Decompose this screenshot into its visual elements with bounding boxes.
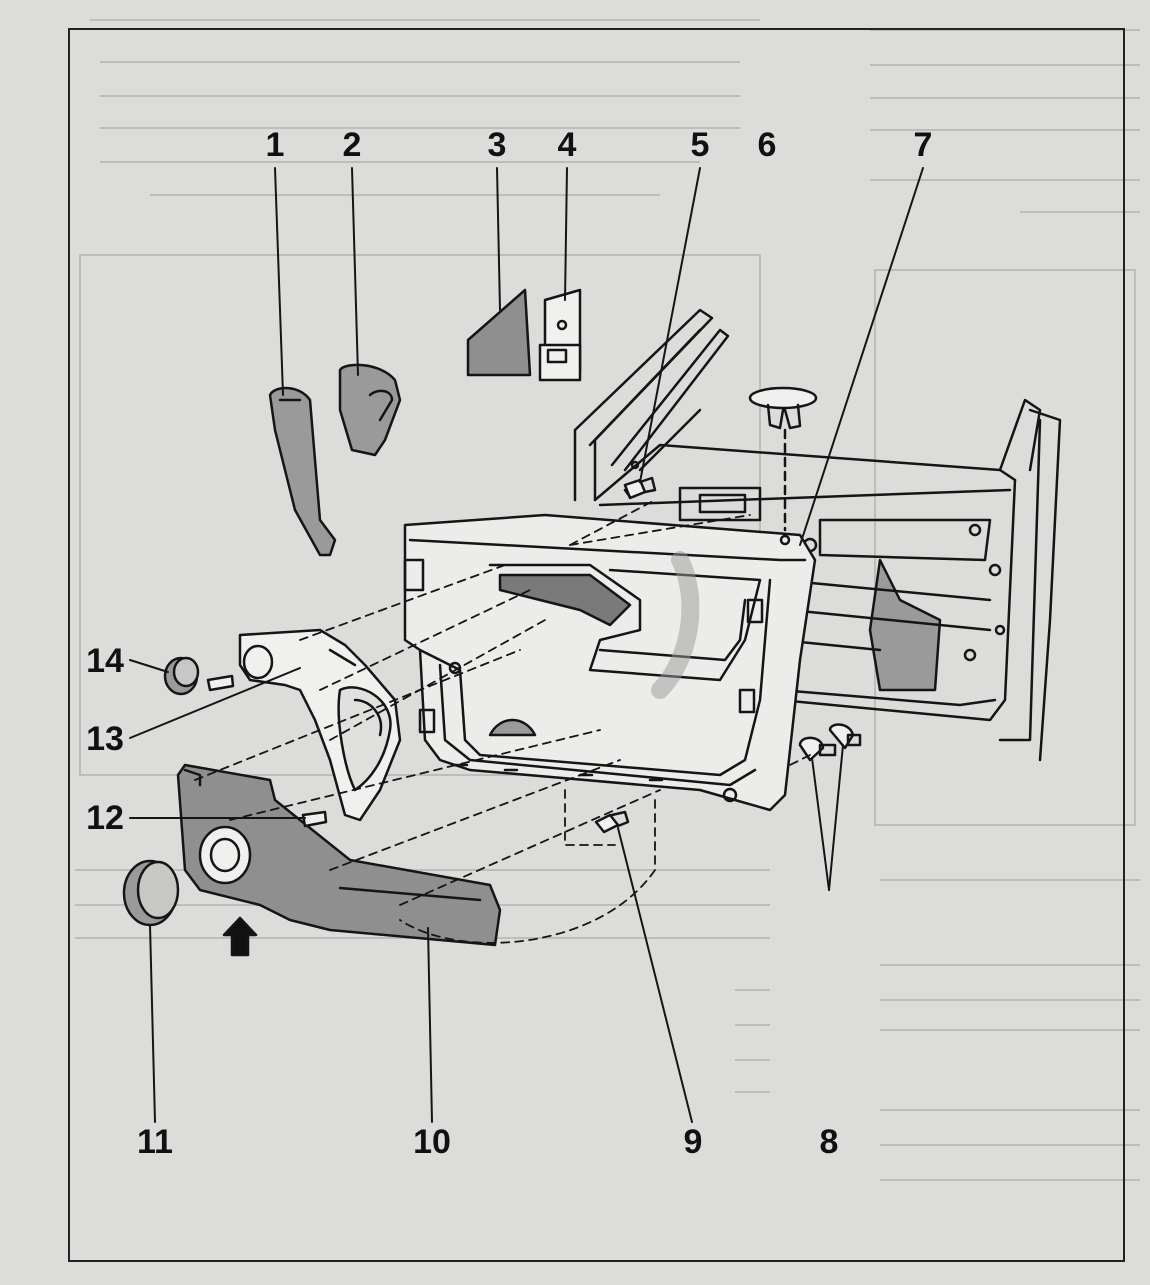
part-8-clips <box>798 723 862 762</box>
callout-13: 13 <box>86 720 124 758</box>
callout-2: 2 <box>342 126 362 164</box>
figure-frame <box>68 28 1125 1262</box>
part-13-screw <box>206 674 235 692</box>
callout-12: 12 <box>86 799 124 837</box>
callout-1: 1 <box>265 126 285 164</box>
leader-lines <box>129 167 924 1123</box>
part-1-grip <box>268 386 337 557</box>
part-12-screw <box>301 810 328 828</box>
part-14-plug <box>163 656 200 696</box>
callout-5: 5 <box>690 126 710 164</box>
part-13-inner-handle <box>238 628 402 822</box>
callout-3: 3 <box>487 126 507 164</box>
callout-7: 7 <box>913 126 933 164</box>
push-arrow <box>222 916 258 957</box>
callout-6: 6 <box>757 126 777 164</box>
part-9-screw <box>594 810 630 834</box>
part-10-lower-trim <box>176 763 502 947</box>
part-6-clip <box>748 386 818 532</box>
door-frame <box>573 308 1062 762</box>
part-2-handle-cover <box>338 363 402 457</box>
callout-14: 14 <box>86 642 124 680</box>
callout-10: 10 <box>413 1123 451 1161</box>
callout-8: 8 <box>819 1123 839 1161</box>
part-3-mirror-trim <box>466 288 532 377</box>
door-trim-panel <box>403 513 817 812</box>
callout-11: 11 <box>137 1123 173 1161</box>
assembly-lines <box>194 499 811 944</box>
part-5-screw <box>623 476 657 500</box>
part-4-bracket <box>538 288 582 382</box>
callout-9: 9 <box>683 1123 703 1161</box>
part-11-cap <box>122 859 180 927</box>
callout-4: 4 <box>557 126 577 164</box>
